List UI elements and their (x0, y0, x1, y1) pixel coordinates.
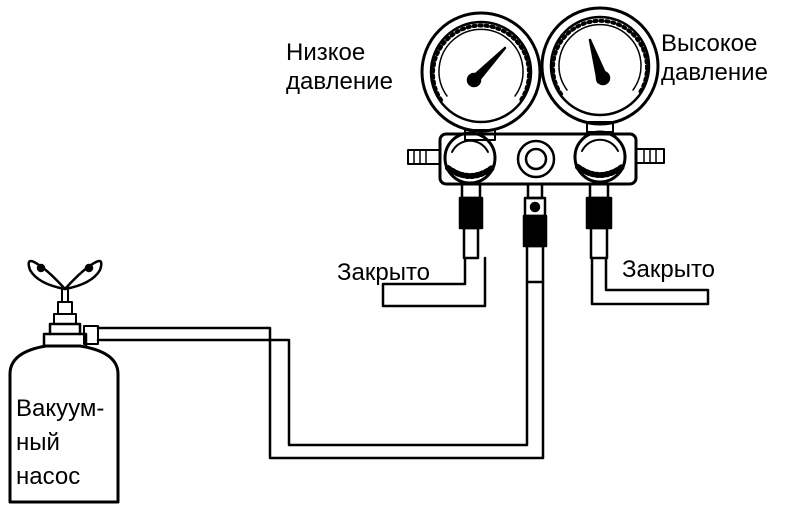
vacuum-pump (8, 259, 120, 504)
high-side-valve-knob (573, 130, 627, 184)
service-hose (96, 280, 545, 460)
low-side-closed-label: Закрыто (337, 259, 431, 286)
center-sight-glass (516, 139, 556, 179)
high-side-closed-hose (590, 256, 710, 306)
low-pressure-label: Низкое давление (286, 39, 393, 95)
high-pressure-gauge (540, 6, 660, 133)
low-hose-fitting (458, 182, 484, 260)
pump-wing-handle (27, 259, 103, 291)
high-hose-fitting (585, 182, 613, 260)
low-gauge-needle (466, 46, 507, 88)
center-hose-fitting (522, 182, 548, 284)
low-pressure-gauge (420, 11, 542, 141)
vacuum-pump-label: Вакуум- ный насос (16, 395, 105, 490)
high-pressure-label: Высокое давление (661, 30, 768, 86)
low-side-valve-knob (443, 131, 497, 185)
low-side-closed-hose (381, 256, 487, 308)
high-gauge-needle (588, 38, 611, 86)
high-side-closed-label: Закрыто (622, 256, 716, 283)
pump-outlet-fitting (83, 325, 99, 345)
